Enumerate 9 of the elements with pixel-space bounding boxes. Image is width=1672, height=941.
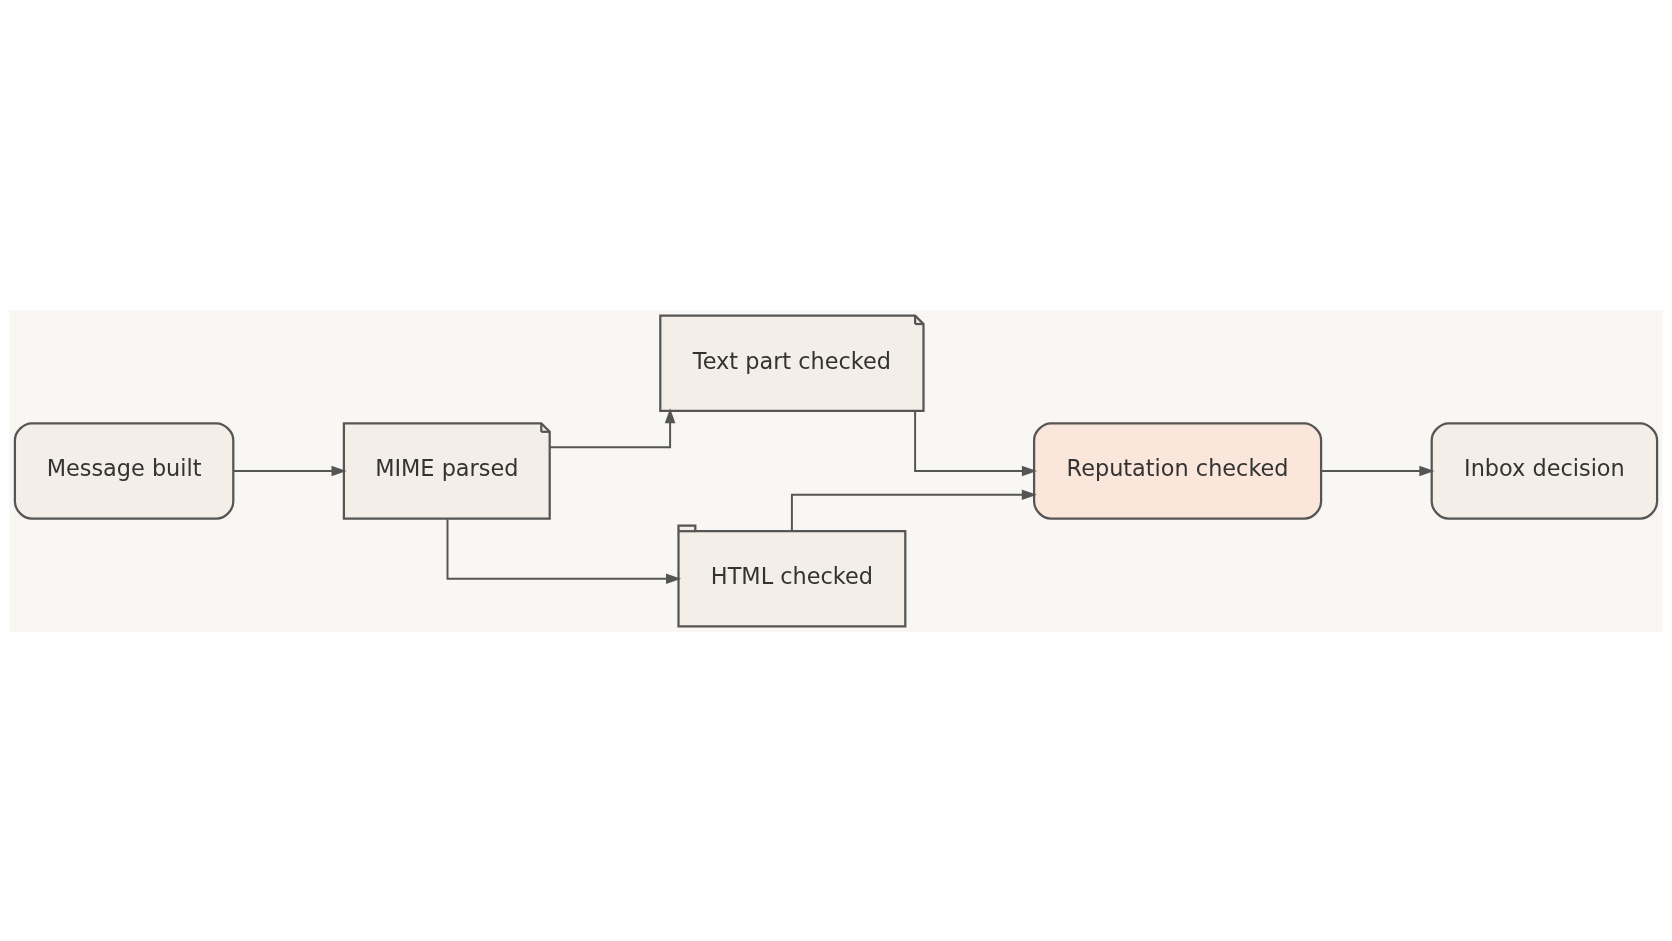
node-box: Inbox decision: [1430, 421, 1659, 520]
arrow: [914, 409, 1038, 476]
node-box: Reputation checked: [1033, 421, 1323, 520]
arrow: [548, 407, 676, 448]
arrow: [232, 465, 347, 476]
arrow: [1320, 465, 1435, 476]
arrow: [446, 517, 682, 584]
node-box: Message built: [13, 421, 235, 520]
arrow: [790, 489, 1037, 532]
